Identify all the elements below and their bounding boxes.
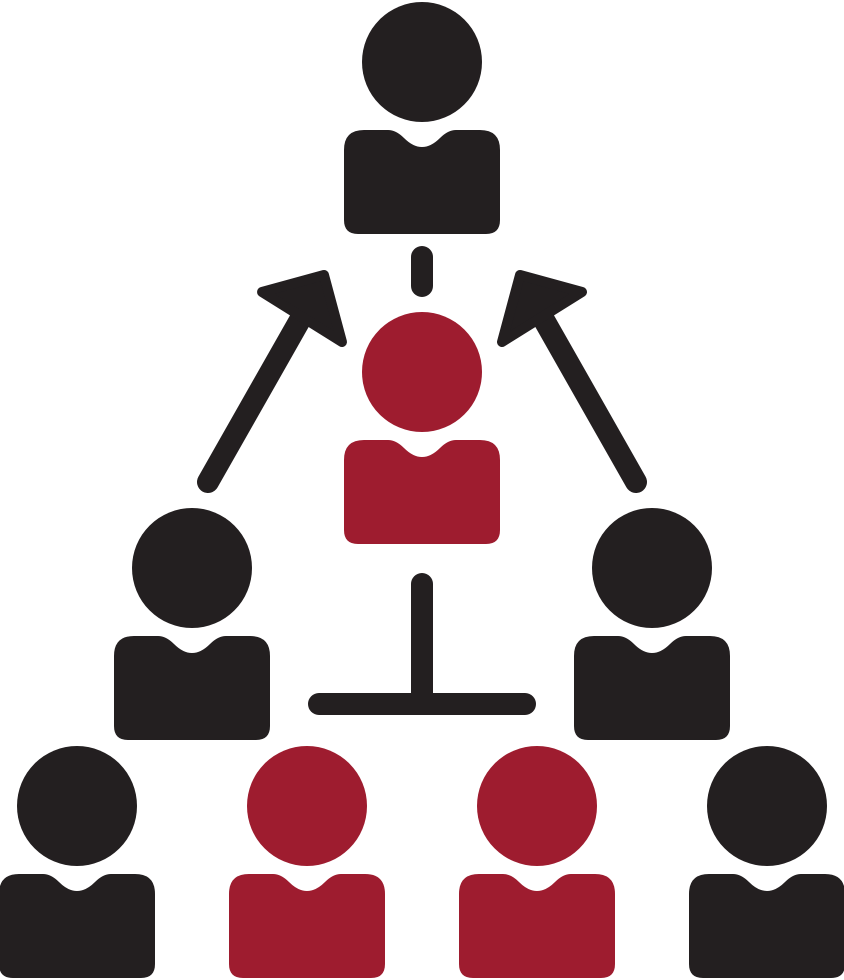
person-icon xyxy=(114,508,270,740)
person-body xyxy=(0,874,155,978)
person-body xyxy=(689,874,844,978)
person-icon xyxy=(689,746,844,978)
person-body xyxy=(229,874,385,978)
person-body xyxy=(114,636,270,740)
person-icon xyxy=(459,746,615,978)
t-connector-icon xyxy=(308,573,536,715)
person-head xyxy=(592,508,712,628)
person-head xyxy=(247,746,367,866)
person-icon xyxy=(344,312,500,544)
person-head xyxy=(477,746,597,866)
person-icon xyxy=(574,508,730,740)
person-body xyxy=(344,130,500,234)
person-body xyxy=(574,636,730,740)
person-body xyxy=(459,874,615,978)
person-head xyxy=(17,746,137,866)
person-body xyxy=(344,440,500,544)
arrow-head xyxy=(257,270,347,347)
person-head xyxy=(132,508,252,628)
person-head xyxy=(362,312,482,432)
arrow-head xyxy=(497,270,587,347)
arrow-shaft xyxy=(197,309,311,493)
arrow-up-left-icon xyxy=(497,270,647,493)
person-icon xyxy=(0,746,155,978)
person-head xyxy=(707,746,827,866)
person-head xyxy=(362,2,482,122)
person-icon xyxy=(229,746,385,978)
arrow-up-right-icon xyxy=(197,270,347,493)
arrow-shaft xyxy=(533,309,647,493)
person-icon xyxy=(344,2,500,234)
